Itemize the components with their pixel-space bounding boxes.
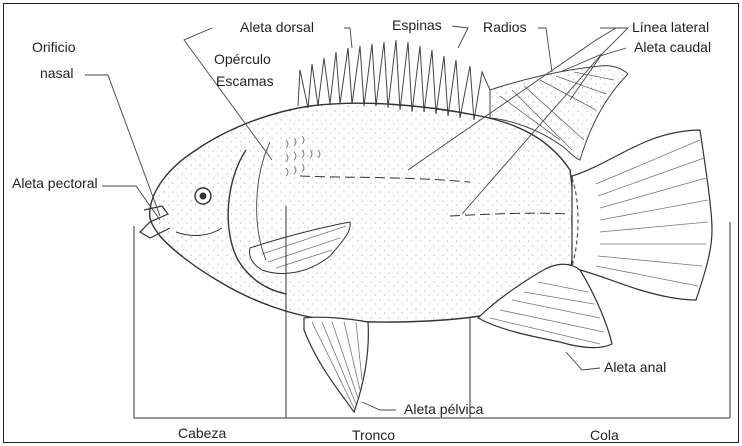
label-aleta-caudal: Aleta caudal [634,40,711,54]
label-aleta-anal: Aleta anal [604,360,666,374]
label-aleta-dorsal: Aleta dorsal [240,20,314,34]
label-linea-lateral: Línea lateral [632,20,709,34]
label-espinas: Espinas [392,18,442,32]
label-cola: Cola [590,428,619,442]
label-nasal: nasal [40,66,73,80]
label-operculo: Opérculo [214,52,271,66]
label-aleta-pectoral: Aleta pectoral [12,176,98,190]
pelvic-fin [304,317,368,412]
caudal-fin [572,130,712,300]
label-escamas: Escamas [216,74,274,88]
label-cabeza: Cabeza [178,426,226,440]
label-aleta-pelvica: Aleta pélvica [404,402,483,416]
label-orificio: Orificio [32,40,76,54]
label-radios: Radios [483,20,527,34]
label-tronco: Tronco [352,428,395,442]
fish-body [150,103,573,322]
